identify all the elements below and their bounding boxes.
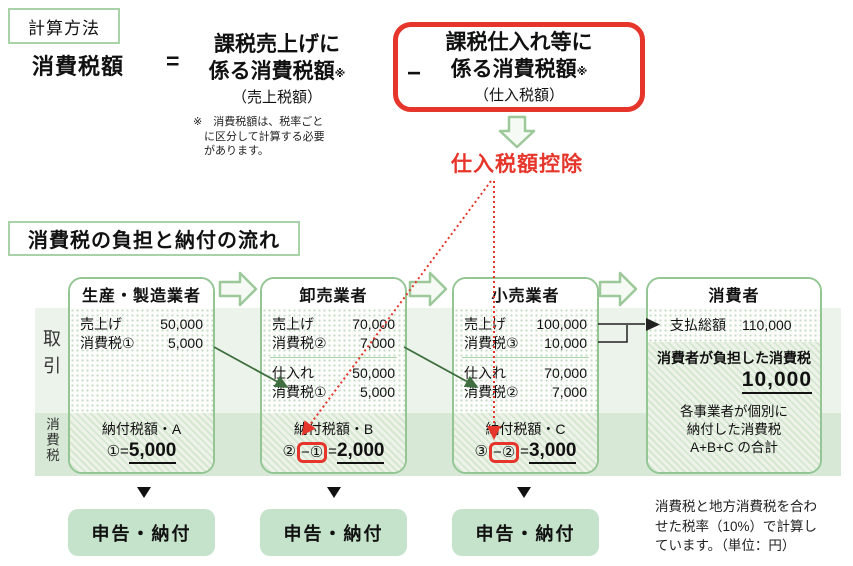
burden-value: 10,000 — [741, 368, 812, 394]
purchase-row: 仕入れ 50,000 — [272, 365, 395, 381]
sales-tax-row: 消費税② 7,000 — [272, 334, 395, 351]
purchase-row: 仕入れ 70,000 — [464, 365, 587, 381]
equals-sign: = — [166, 48, 180, 74]
row-divider — [462, 357, 589, 358]
sales-row: 売上げ 100,000 — [464, 316, 587, 332]
burden-value-wrap: 10,000 — [648, 368, 820, 394]
deduction-highlight-box: −① — [296, 441, 328, 464]
column-consumer-burden: 消費者が負担した消費税 10,000 各事業者が個別に 納付した消費税 A+B+… — [648, 342, 820, 472]
purchase-term-subtitle: （仕入税額） — [473, 86, 564, 104]
sales-term-line2: 係る消費税額※ — [208, 60, 346, 83]
payment-formula: ③−②=3,000 — [475, 440, 577, 464]
column-retailer-payment: 納付税額・C ③−②=3,000 — [454, 413, 597, 472]
total-paid-value: 110,000 — [742, 317, 792, 333]
footnote-line1: ※ 消費税額は、税率ごと — [193, 116, 324, 128]
row-divider — [270, 357, 397, 358]
column-wholesaler: 卸売業者 売上げ 70,000 消費税② 7,000 仕入れ 50,000 消費… — [260, 277, 407, 474]
purchase-tax-row: 消費税① 5,000 — [272, 383, 395, 400]
down-triangle-icon — [517, 487, 531, 498]
column-wholesaler-payment: 納付税額・B ②−①=2,000 — [262, 413, 405, 472]
purchase-tax-row: 消費税② 7,000 — [464, 383, 587, 400]
deduction-highlight-box: −② — [488, 441, 520, 464]
column-consumer: 消費者 支払総額 110,000 消費者が負担した消費税 10,000 各事業者… — [646, 277, 822, 474]
sales-term-line1: 課税売上げに — [214, 33, 340, 56]
rate-note: 消費税と地方消費税を合わ せた税率（10%）で計算し ています。（単位：円） — [655, 499, 818, 553]
sales-term-subtitle: （売上税額） — [231, 89, 322, 106]
flow-arrow-icon — [408, 271, 448, 307]
payment-formula: ②−①=2,000 — [283, 440, 385, 464]
declare-pay-box-wholesaler: 申告・納付 — [260, 509, 407, 556]
footnote-line3: があります。 — [204, 145, 269, 157]
column-retailer-header: 小売業者 — [454, 279, 597, 308]
tax-amount-term: 消費税額 — [32, 54, 125, 79]
payment-value: 3,000 — [528, 440, 577, 464]
calculation-method-label: 計算方法 — [28, 18, 100, 38]
down-arrow-icon — [498, 115, 536, 149]
column-producer-header: 生産・製造業者 — [70, 279, 213, 308]
flow-section-title: 消費税の負担と納付の流れ — [8, 221, 300, 256]
footnote-mark: ※ — [334, 68, 346, 80]
footnote-mark: ※ — [576, 65, 588, 78]
burden-label: 消費者が負担した消費税 — [657, 350, 811, 366]
flow-arrow-icon — [218, 271, 258, 307]
payment-value: 2,000 — [336, 440, 385, 464]
column-producer: 生産・製造業者 売上げ 50,000 消費税① 5,000 納付税額・A ①=5… — [68, 277, 215, 474]
purchase-term-line2: 係る消費税額※ — [450, 57, 588, 81]
payment-value: 5,000 — [128, 440, 177, 464]
payment-formula: ①=5,000 — [107, 440, 177, 464]
sales-tax-term: 課税売上げに 係る消費税額※ （売上税額） ※ 消費税額は、税率ごと に区分して… — [193, 31, 361, 159]
down-triangle-icon — [327, 487, 341, 498]
column-consumer-header: 消費者 — [648, 279, 820, 308]
down-triangle-icon — [137, 487, 151, 498]
column-producer-payment: 納付税額・A ①=5,000 — [70, 413, 213, 472]
column-producer-transactions: 売上げ 50,000 消費税① 5,000 — [70, 308, 213, 413]
purchase-tax-deduction-label: 仕入税額控除 — [451, 153, 583, 176]
flow-arrow-icon — [598, 271, 638, 307]
purchase-tax-term-highlight-box: − 課税仕入れ等に 係る消費税額※ （仕入税額） — [393, 22, 645, 112]
consumer-note: 各事業者が個別に 納付した消費税 A+B+C の合計 — [680, 404, 788, 455]
column-retailer-transactions: 売上げ 100,000 消費税③ 10,000 仕入れ 70,000 消費税② … — [454, 308, 597, 413]
column-consumer-total: 支払総額 110,000 — [648, 308, 820, 342]
payment-title: 納付税額・C — [485, 421, 566, 438]
column-wholesaler-header: 卸売業者 — [262, 279, 405, 308]
declare-pay-box-retailer: 申告・納付 — [452, 509, 599, 556]
sales-row: 売上げ 50,000 — [80, 316, 203, 332]
column-wholesaler-transactions: 売上げ 70,000 消費税② 7,000 仕入れ 50,000 消費税① 5,… — [262, 308, 405, 413]
calculation-method-badge: 計算方法 — [8, 8, 120, 44]
purchase-term-line1: 課税仕入れ等に — [445, 30, 593, 54]
total-paid-label: 支払総額 — [670, 317, 726, 333]
formula-footnote: ※ 消費税額は、税率ごと に区分して計算する必要 があります。 — [193, 115, 361, 159]
declare-pay-box-producer: 申告・納付 — [68, 509, 215, 556]
sales-tax-row: 消費税③ 10,000 — [464, 334, 587, 351]
row-label-transaction: 取引 — [41, 329, 61, 383]
footnote-line2: に区分して計算する必要 — [204, 130, 325, 143]
payment-title: 納付税額・B — [293, 421, 374, 438]
payment-title: 納付税額・A — [101, 421, 182, 438]
row-label-tax: 消費税 — [44, 417, 59, 464]
sales-tax-row: 消費税① 5,000 — [80, 334, 203, 351]
column-retailer: 小売業者 売上げ 100,000 消費税③ 10,000 仕入れ 70,000 … — [452, 277, 599, 474]
minus-sign: − — [407, 60, 422, 87]
sales-row: 売上げ 70,000 — [272, 316, 395, 332]
